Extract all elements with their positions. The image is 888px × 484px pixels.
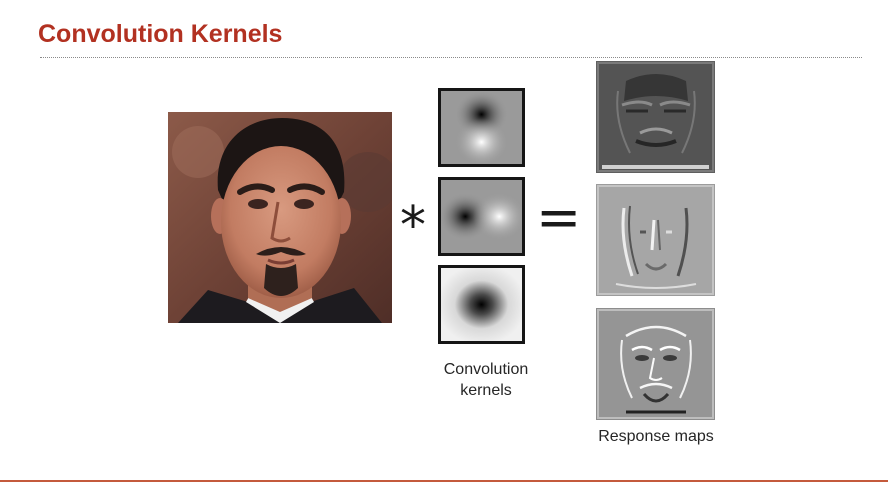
footer-accent-rule: [0, 480, 888, 482]
convolution-operator: *: [400, 196, 426, 256]
title-divider: [40, 57, 862, 58]
kernel-vertical-edge: [438, 88, 525, 167]
equals-operator: =: [536, 186, 582, 249]
response-maps-caption: Response maps: [598, 428, 714, 445]
kernel-horizontal-edge: [438, 177, 525, 256]
kernels-caption-text: Convolution kernels: [443, 361, 529, 399]
kernels-caption: Convolution kernels: [426, 359, 546, 401]
face-photo: [168, 112, 392, 323]
slide-title: Convolution Kernels: [38, 20, 283, 48]
response-map-2: [596, 184, 715, 296]
response-map-1: [596, 61, 715, 173]
kernel-center-surround: [438, 265, 525, 344]
response-map-3: [596, 308, 715, 420]
